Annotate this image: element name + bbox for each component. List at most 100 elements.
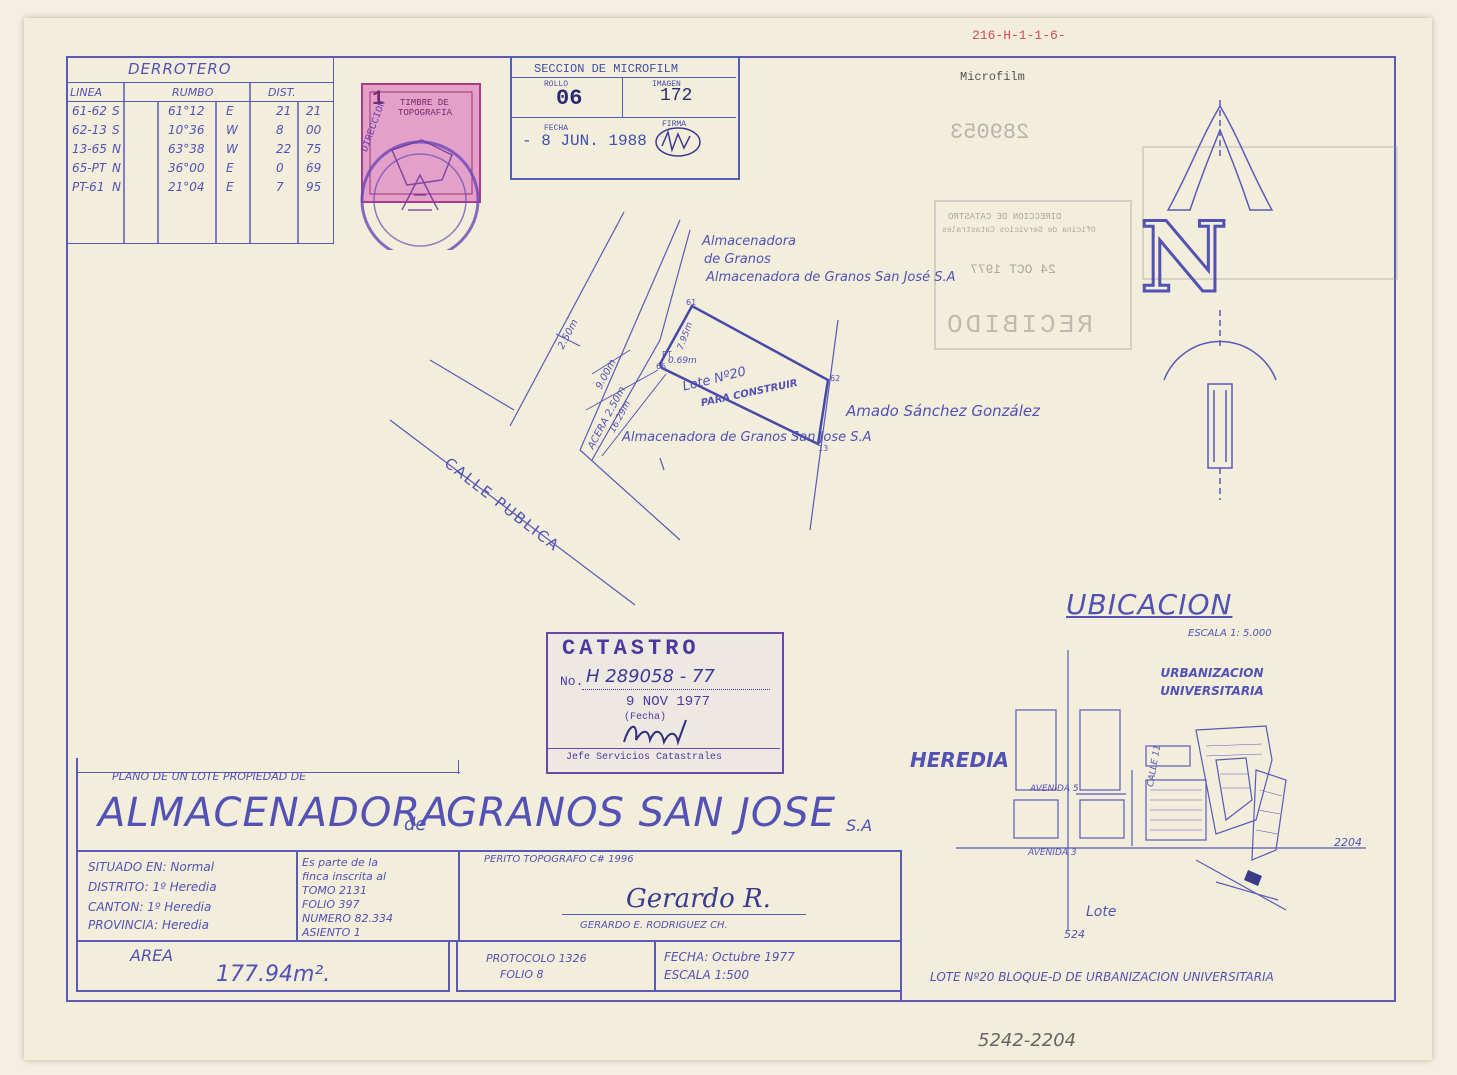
catastro-fecha-label: (Fecha) [624, 712, 667, 723]
received-line2: Oficina de Servicios Catastrales [942, 226, 1096, 235]
protocol-box [456, 940, 902, 992]
received-recibido: RECIBIDO [944, 310, 1093, 340]
derrotero-cell-ew: W [226, 142, 238, 156]
received-date: 24 OCT 1977 [970, 262, 1056, 277]
derrotero-cell-deg: 63°38 [168, 142, 205, 156]
owner-north-text: Almacenadora de Granos San José S.A [706, 270, 956, 285]
derrotero-cell-m: 7 [276, 180, 284, 194]
received-stamp [934, 200, 1132, 350]
finca-1: Es parte de la [302, 856, 379, 869]
microfilm-vrule [622, 77, 623, 117]
area-box [76, 940, 450, 992]
bottom-reference: 5242-2204 [978, 1030, 1077, 1051]
derrotero-header-rumbo: RUMBO [172, 86, 214, 99]
microfilm-rollo: 06 [556, 86, 583, 111]
derrotero-cell-ew: E [226, 180, 234, 194]
ubicacion-lote: Lote [1086, 904, 1117, 920]
derrotero-cell-ew: E [226, 104, 234, 118]
ubicacion-heredia: HEREDIA [910, 748, 1009, 772]
derrotero-cell-cm: 00 [306, 123, 322, 137]
ubicacion-escala: ESCALA 1: 5.000 [1188, 628, 1272, 639]
microfilm-rule2 [510, 117, 736, 118]
microfilm-imagen-label: IMAGEN [652, 80, 681, 89]
ubicacion-avenida3: AVENIDA 3 [1028, 848, 1077, 858]
plan-point-label: 62 [830, 374, 841, 383]
tomo: TOMO 2131 [302, 884, 368, 897]
timbre-value: 1 [372, 88, 385, 111]
catastro-stamp [546, 632, 784, 774]
derrotero-cell-cm: 21 [306, 104, 322, 118]
lote-description: LOTE Nº20 BLOQUE-D DE URBANIZACION UNIVE… [930, 970, 1274, 984]
derrotero-cell-ew: E [226, 161, 234, 175]
area-value: 177.94m². [216, 962, 331, 987]
provincia: PROVINCIA: Heredia [88, 918, 209, 932]
title-top-rule [76, 772, 460, 773]
derrotero-cell-line: 13-65 [72, 142, 107, 156]
catastro-no-label: No. [560, 674, 584, 689]
folio-protocolo: FOLIO 8 [500, 968, 544, 981]
ubicacion-map [956, 650, 1366, 930]
paper-sheet [24, 18, 1432, 1060]
derrotero-cell-m: 8 [276, 123, 284, 137]
plan-point-label: PT [662, 350, 672, 359]
derrotero-header-linea: LINEA [70, 86, 103, 99]
derrotero-cell-m: 21 [276, 104, 292, 118]
catastro-signature [623, 719, 687, 746]
microfilm-rule [510, 77, 736, 78]
area-label: AREA [130, 946, 174, 965]
derrotero-cell-cm: 75 [306, 142, 322, 156]
owner-part-sa: S.A [846, 816, 873, 835]
north-arrow [1163, 100, 1277, 500]
timbre-stamp [360, 83, 481, 250]
derrotero-cell-ns: S [112, 104, 120, 118]
owner-south-text: Almacenadora de Granos San Jose S.A [622, 430, 872, 445]
asiento: ASIENTO 1 [302, 926, 361, 939]
info-divider-1 [296, 850, 298, 942]
catastro-footer-rule [546, 748, 780, 749]
catastro-title: CATASTRO [562, 636, 700, 661]
derrotero-cell-deg: 36°00 [168, 161, 205, 175]
lot-plan [389, 211, 839, 606]
received-line1: DIRECCION DE CATASTRO [948, 212, 1062, 222]
derrotero-box [66, 56, 334, 244]
ubicacion-urbanizacion: URBANIZACION UNIVERSITARIA [1160, 666, 1264, 698]
perito-name: GERARDO E. RODRIGUEZ CH. [580, 920, 728, 931]
derrotero-cell-ns: N [112, 180, 121, 194]
reference-number: 216-H-1-1-6- [972, 28, 1066, 43]
owner-north-1: Almacenadora [702, 234, 797, 249]
derrotero-title: DERROTERO [128, 60, 232, 78]
derrotero-cell-m: 22 [276, 142, 292, 156]
microfilm-title: SECCION DE MICROFILM [534, 62, 679, 76]
derrotero-cell-m: 0 [276, 161, 284, 175]
timbre-text2: TOPOGRAFIA [398, 108, 453, 118]
derrotero-header-dist: DIST. [268, 86, 296, 99]
plan-point-label: 65 [656, 362, 667, 371]
microfilm-firma-label: FIRMA [662, 120, 687, 129]
derrotero-cell-deg: 61°12 [168, 104, 205, 118]
plano-de-label: PLANO DE UN LOTE PROPIEDAD DE [112, 770, 307, 783]
plan-point-label: 61 [686, 298, 697, 307]
microfilm-rollo-label: ROLLO [544, 80, 569, 89]
derrotero-cell-deg: 21°04 [168, 180, 205, 194]
catastro-number: H 289058 - 77 [586, 666, 715, 687]
microfilm-label: Microfilm [960, 70, 1025, 84]
faded-stamp-2 [1142, 146, 1398, 280]
derrotero-cell-ns: S [112, 123, 120, 137]
microfilm-fecha: - 8 JUN. 1988 [522, 132, 647, 150]
received-number: 289053 [950, 120, 1030, 145]
protocolo: PROTOCOLO 1326 [486, 952, 587, 965]
microfilm-fecha-label: FECHA [544, 124, 569, 133]
dim-069: 0.69m [668, 356, 697, 366]
microfilm-signature [655, 127, 701, 157]
derrotero-cell-deg: 10°36 [168, 123, 205, 137]
owner-north-2: de Granos [704, 252, 771, 267]
owner-part-de: de [404, 814, 427, 835]
escala: ESCALA 1:500 [664, 968, 750, 982]
derrotero-cell-cm: 69 [306, 161, 322, 175]
derrotero-cell-ns: N [112, 142, 121, 156]
catastro-date: 9 NOV 1977 [626, 694, 711, 710]
microfilm-imagen: 172 [660, 86, 693, 106]
derrotero-cell-ns: N [112, 161, 121, 175]
catastro-dots [582, 689, 770, 690]
info-divider-2 [458, 850, 460, 942]
